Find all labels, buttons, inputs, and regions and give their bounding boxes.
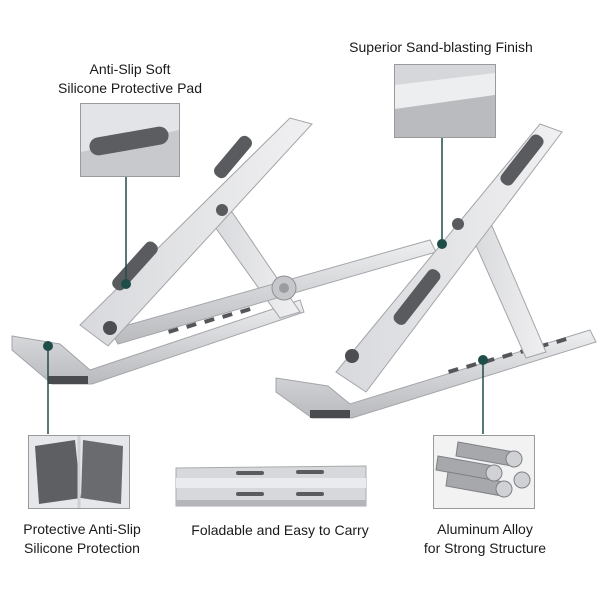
callout-anti-slip-line1: Protective Anti-Slip bbox=[23, 521, 141, 537]
right-base bbox=[275, 329, 597, 419]
left-base-vents bbox=[168, 307, 251, 334]
callout-foldable: Foladable and Easy to Carry bbox=[170, 521, 390, 540]
callout-sand-blasting: Superior Sand-blasting Finish bbox=[326, 38, 556, 57]
left-arm-pad-top bbox=[214, 135, 252, 179]
folded-stand-image bbox=[170, 462, 370, 510]
right-arm-pad-top bbox=[500, 134, 544, 186]
callout-silicone-pad-line1: Anti-Slip Soft bbox=[89, 61, 171, 77]
anti-slip-closeup bbox=[28, 435, 130, 509]
left-cross-support bbox=[109, 211, 437, 345]
silicone-pad-shape bbox=[89, 126, 169, 156]
right-arm bbox=[335, 123, 563, 393]
pointer-dot-sand-blasting bbox=[437, 239, 447, 249]
left-base bbox=[11, 299, 305, 385]
callout-foldable-line1: Foladable and Easy to Carry bbox=[191, 522, 369, 538]
alloy-closeup bbox=[433, 435, 535, 509]
callout-sand-blasting-line1: Superior Sand-blasting Finish bbox=[349, 39, 533, 55]
sand-blasting-closeup bbox=[394, 64, 496, 138]
left-base-foot bbox=[48, 376, 88, 384]
left-arm-pad-bottom bbox=[112, 241, 158, 291]
callout-pointers bbox=[43, 136, 488, 434]
right-cross-support bbox=[469, 225, 547, 359]
callout-alloy: Aluminum Alloy for Strong Structure bbox=[410, 520, 560, 558]
callout-anti-slip-line2: Silicone Protection bbox=[24, 540, 140, 556]
callout-silicone-pad: Anti-Slip Soft Silicone Protective Pad bbox=[30, 60, 230, 98]
right-arm-pad-bottom bbox=[393, 269, 441, 325]
callout-anti-slip: Protective Anti-Slip Silicone Protection bbox=[2, 520, 162, 558]
pointer-dot-silicone-pad bbox=[121, 279, 131, 289]
pointer-dot-anti-slip bbox=[43, 341, 53, 351]
callout-silicone-pad-line2: Silicone Protective Pad bbox=[58, 80, 202, 96]
silicone-pad-closeup bbox=[80, 103, 180, 177]
left-arm bbox=[79, 117, 313, 347]
callout-alloy-line2: for Strong Structure bbox=[423, 540, 547, 556]
callout-alloy-line1: Aluminum Alloy bbox=[437, 521, 533, 537]
right-base-foot bbox=[310, 410, 350, 418]
pointer-dot-alloy bbox=[478, 355, 488, 365]
